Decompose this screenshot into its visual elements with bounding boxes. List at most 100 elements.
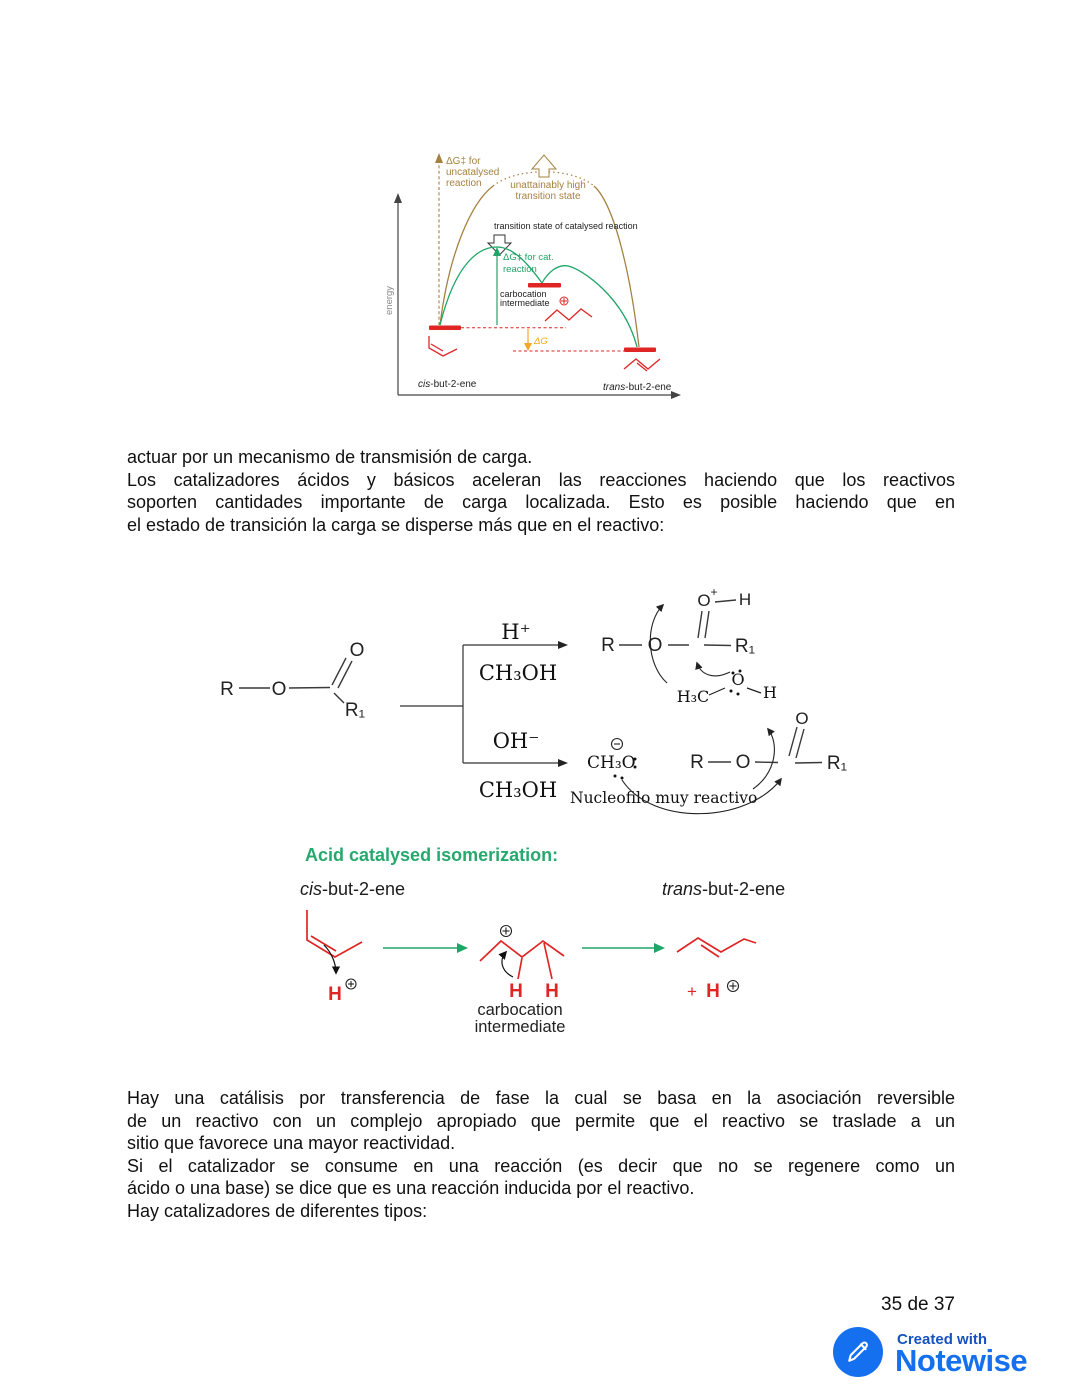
notewise-logo bbox=[833, 1327, 883, 1377]
isomerization-heading: Acid catalysed isomerization: bbox=[305, 845, 559, 865]
svg-text:carbocation: carbocation bbox=[477, 1001, 562, 1019]
trans-structure bbox=[623, 358, 661, 372]
text-line: soporten cantidades importante de carga … bbox=[127, 492, 955, 513]
svg-text:H: H bbox=[545, 981, 559, 1002]
methanol-attack: H₃C O H bbox=[677, 661, 777, 706]
svg-text:H: H bbox=[509, 981, 523, 1002]
plus-charge-icon bbox=[726, 979, 740, 993]
text-line: Los catalizadores ácidos y básicos acele… bbox=[127, 469, 955, 490]
paragraph-block-2: Hay una catálisis por transferencia de f… bbox=[127, 1087, 955, 1223]
ester-reactant: R O O R₁ bbox=[220, 640, 365, 721]
energy-axis-label: energy bbox=[384, 286, 395, 315]
carbocation-intermediate: H H carbocation intermediate bbox=[475, 924, 566, 1036]
pencil-icon bbox=[848, 1341, 868, 1362]
methanol-bottom: CH₃OH bbox=[479, 778, 557, 802]
nucleophile-note: Nucleofilo muy reactivo bbox=[570, 789, 757, 807]
ts-cat-label: transition state of catalysed reaction bbox=[494, 221, 638, 231]
plus-charge-icon bbox=[345, 978, 357, 990]
delta-g-arrow: ΔG bbox=[524, 329, 548, 351]
svg-text:uncatalysed: uncatalysed bbox=[446, 167, 499, 178]
cis-suffix: -but-2-ene bbox=[322, 879, 406, 899]
text-line: el estado de transición la carga se disp… bbox=[127, 514, 665, 535]
energy-levels bbox=[429, 283, 656, 352]
uncatalysed-path bbox=[435, 153, 640, 348]
svg-text:O: O bbox=[731, 670, 744, 689]
branch-arrows bbox=[400, 641, 568, 767]
cis-level-label: cis-but-2-ene bbox=[418, 379, 477, 390]
created-with-text: Created with bbox=[897, 1331, 988, 1348]
svg-text:R₁: R₁ bbox=[735, 636, 755, 657]
svg-text:H: H bbox=[763, 683, 777, 702]
isomerization-scheme: H H H carbocation intermediate bbox=[306, 910, 757, 1036]
curved-arrow bbox=[649, 603, 668, 684]
proton-label: H bbox=[706, 981, 720, 1002]
text-line: actuar por un mecanismo de transmisión d… bbox=[127, 447, 533, 467]
svg-text:CH₃O: CH₃O bbox=[587, 753, 636, 773]
up-arrow-icon bbox=[530, 154, 558, 178]
svg-text:unattainably high: unattainably high bbox=[510, 180, 586, 191]
text-line: Hay catalizadores de diferentes tipos: bbox=[127, 1200, 428, 1221]
curved-arrow bbox=[752, 727, 775, 790]
svg-text:ΔG‡ for cat.: ΔG‡ for cat. bbox=[503, 252, 554, 263]
base-condition: OH⁻ bbox=[493, 729, 540, 753]
reaction-arrow bbox=[383, 943, 468, 953]
svg-text:reaction: reaction bbox=[503, 264, 537, 275]
trans-suffix: -but-2-ene bbox=[702, 879, 786, 899]
svg-text:R₁: R₁ bbox=[345, 700, 365, 721]
page-number: 35 de 37 bbox=[881, 1294, 955, 1315]
svg-text:intermediate: intermediate bbox=[475, 1018, 566, 1036]
proton-label: H bbox=[328, 984, 342, 1005]
svg-text:ΔG: ΔG bbox=[533, 336, 548, 347]
reaction-arrow bbox=[582, 943, 665, 953]
trans-level-label: trans-but-2-ene bbox=[603, 382, 672, 393]
svg-text:+: + bbox=[710, 585, 717, 599]
svg-text:R: R bbox=[690, 752, 704, 773]
cis-label: cis-but-2-ene bbox=[300, 879, 405, 900]
svg-text:R₁: R₁ bbox=[827, 753, 847, 774]
plus-sign: + bbox=[687, 982, 697, 1001]
trans-label: trans-but-2-ene bbox=[662, 879, 785, 900]
text-line: de un reactivo con un complejo apropiado… bbox=[127, 1110, 955, 1131]
text-line: sitio que favorece una mayor reactividad… bbox=[127, 1133, 456, 1154]
svg-text:transition state: transition state bbox=[515, 191, 580, 202]
text-line: Si el catalizador se consume en una reac… bbox=[127, 1155, 955, 1176]
svg-text:O: O bbox=[736, 752, 751, 773]
cis-structure bbox=[428, 336, 458, 357]
text-line: ácido o una base) se dice que es una rea… bbox=[127, 1178, 695, 1199]
curved-arrow bbox=[695, 661, 731, 677]
svg-text:O: O bbox=[795, 709, 808, 728]
cis-prefix: cis bbox=[300, 879, 322, 899]
trans-butene bbox=[676, 936, 757, 958]
methanol-top: CH₃OH bbox=[479, 661, 557, 685]
svg-text:ΔG‡ for: ΔG‡ for bbox=[446, 156, 481, 167]
reaction-scheme: R O O R₁ H⁺ CH₃OH OH⁻ CH₃OH R O bbox=[220, 585, 847, 815]
curved-arrow bbox=[323, 944, 341, 975]
svg-text:R: R bbox=[220, 679, 234, 700]
brand-name: Notewise bbox=[895, 1343, 1028, 1378]
protonated-ester: R O R₁ O + H bbox=[601, 585, 755, 684]
svg-text:H: H bbox=[739, 590, 751, 609]
diagram-axes: energy bbox=[384, 193, 681, 399]
curved-arrow bbox=[621, 777, 782, 815]
acid-condition: H⁺ bbox=[501, 620, 530, 644]
svg-text:R: R bbox=[601, 635, 615, 656]
level-dashes bbox=[461, 327, 624, 352]
cis-butene bbox=[306, 910, 363, 958]
svg-text:O: O bbox=[350, 640, 365, 661]
svg-text:reaction: reaction bbox=[446, 178, 482, 189]
catalysed-labels: ΔG‡ for cat. reaction bbox=[503, 252, 554, 275]
uncatalysed-labels: ΔG‡ for uncatalysed reaction unattainabl… bbox=[446, 156, 586, 202]
methoxide-group: CH₃O Nucleofilo muy reactivo bbox=[570, 737, 757, 807]
paragraph-block-1: actuar por un mecanismo de transmisión d… bbox=[127, 446, 955, 536]
energy-diagram: energy ΔG‡ for uncatalysed reaction unat… bbox=[384, 153, 681, 399]
svg-text:intermediate: intermediate bbox=[500, 298, 550, 308]
text-line: Hay una catálisis por transferencia de f… bbox=[127, 1088, 955, 1108]
ester-bottom: R O R₁ O bbox=[621, 709, 847, 815]
svg-text:H₃C: H₃C bbox=[677, 687, 710, 706]
svg-text:carbocation: carbocation bbox=[500, 289, 547, 299]
svg-text:O: O bbox=[272, 679, 287, 700]
svg-text:O: O bbox=[697, 591, 710, 610]
carbocation-annotation: carbocation intermediate bbox=[500, 289, 593, 322]
curved-arrow bbox=[498, 950, 514, 978]
